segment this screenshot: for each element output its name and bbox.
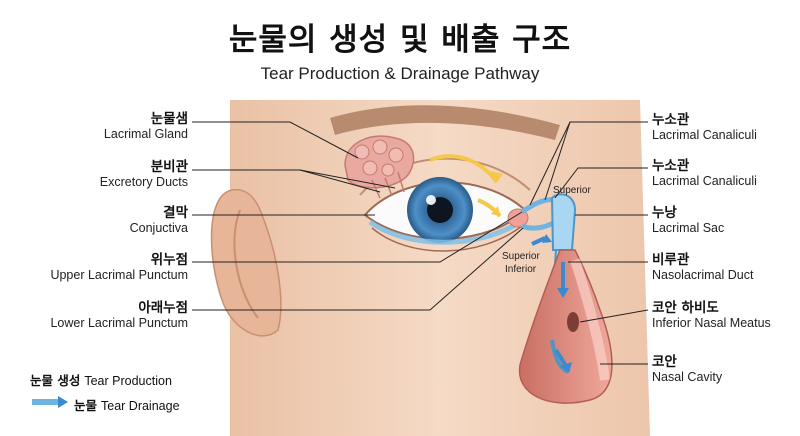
label-en: Nasal Cavity	[652, 370, 723, 384]
page-subtitle: Tear Production & Drainage Pathway	[260, 64, 540, 83]
label-ko: 코안 하비도	[652, 300, 719, 316]
label-en: Lacrimal Gland	[103, 127, 188, 141]
tear-film	[368, 219, 522, 245]
label-canaliculi-1: 누소관 Lacrimal Canaliculi	[652, 113, 800, 143]
lacrimal-sac	[550, 193, 577, 251]
eyebrow	[330, 105, 560, 140]
label-en: Excretory Ducts	[99, 175, 188, 189]
legend-production-ko: 눈물 생성	[30, 373, 81, 388]
label-ko: 누소관	[652, 158, 690, 174]
label-ko: 코안	[652, 354, 677, 370]
label-en: Lacrimal Sac	[652, 221, 725, 235]
label-conjunctiva: 결막 Conjuctiva	[0, 206, 188, 236]
label-en: Conjuctiva	[129, 221, 188, 235]
label-ko: 위누점	[150, 252, 188, 268]
label-canaliculi-2: 누소관 Lacrimal Canaliculi	[652, 159, 800, 189]
ear	[210, 188, 282, 337]
label-en: Lacrimal Canaliculi	[652, 174, 757, 188]
tear-production-arrow	[429, 154, 499, 184]
label-ko: 결막	[163, 205, 188, 221]
label-excretory-ducts: 분비관 Excretory Ducts	[0, 160, 188, 190]
inferior-nasal-meatus	[567, 312, 579, 332]
label-en: Nasolacrimal Duct	[652, 268, 754, 282]
legend-production-en: Tear Production	[84, 374, 172, 388]
label-ko: 누낭	[652, 205, 677, 221]
label-en: Lacrimal Canaliculi	[652, 128, 757, 142]
legend-drainage-ko: 눈물	[74, 398, 98, 413]
label-ko: 비루관	[652, 252, 690, 268]
caruncle	[507, 208, 529, 228]
label-lower-punctum: 아래누점 Lower Lacrimal Punctum	[0, 301, 188, 331]
label-en: Upper Lacrimal Punctum	[50, 268, 188, 282]
label-ko: 누소관	[652, 112, 690, 128]
label-nasolacrimal-duct: 비루관 Nasolacrimal Duct	[652, 253, 800, 283]
legend-tear-production: 눈물 생성 Tear Production	[30, 370, 172, 389]
tear-drainage-arrow	[531, 236, 546, 246]
page-title: 눈물의 생성 및 배출 구조	[228, 22, 572, 58]
label-upper-punctum: 위누점 Upper Lacrimal Punctum	[0, 253, 188, 283]
label-lacrimal-gland: 눈물샘 Lacrimal Gland	[0, 112, 188, 142]
legend-tear-drainage: 눈물 Tear Drainage	[74, 395, 180, 414]
label-inferior-nasal-meatus: 코안 하비도 Inferior Nasal Meatus	[652, 301, 800, 331]
label-ko: 아래누점	[138, 300, 188, 316]
label-nasal-cavity: 코안 Nasal Cavity	[652, 355, 800, 385]
tear-drainage-arrow-nasal	[554, 348, 568, 368]
legend-drainage-en: Tear Drainage	[101, 399, 180, 413]
label-lacrimal-sac: 누낭 Lacrimal Sac	[652, 206, 800, 236]
label-ko: 눈물샘	[150, 111, 188, 127]
label-en: Inferior Nasal Meatus	[652, 316, 771, 330]
label-ko: 분비관	[150, 159, 188, 175]
annotation-inferior-mid: Inferior	[505, 264, 537, 275]
annotation-superior-mid: Superior	[502, 251, 540, 262]
label-en: Lower Lacrimal Punctum	[50, 316, 188, 330]
annotation-superior-top: Superior	[553, 185, 591, 196]
